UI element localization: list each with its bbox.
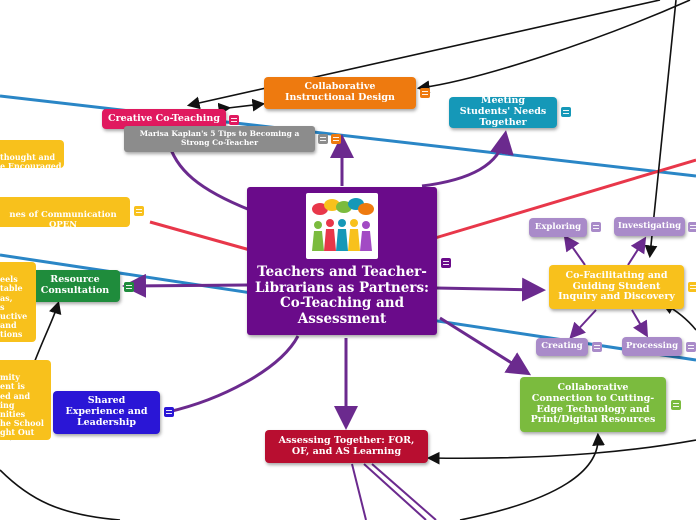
meeting-students-needs-node[interactable]: Meeting Students' Needs Together bbox=[449, 95, 557, 128]
branch-cofacilitating bbox=[435, 277, 546, 302]
branch-exploring bbox=[563, 234, 586, 266]
shared-experience-node[interactable]: Shared Experience and Leadership bbox=[53, 391, 160, 434]
school-community-node[interactable]: mity ent is ed and ing nities he School … bbox=[0, 360, 51, 440]
exploring-node[interactable]: Exploring bbox=[529, 218, 587, 237]
note-icon[interactable] bbox=[229, 115, 239, 125]
communication-open-node[interactable]: nes of Communication OPEN at ALL Times bbox=[0, 197, 130, 239]
note-icon[interactable] bbox=[686, 342, 696, 352]
black-line-right bbox=[644, 0, 677, 259]
note-icon[interactable] bbox=[592, 342, 602, 352]
branch-investigating bbox=[627, 236, 647, 266]
branch-meeting-needs bbox=[421, 130, 514, 188]
black-line-bottom-2 bbox=[459, 432, 605, 520]
note-icon[interactable] bbox=[164, 407, 174, 417]
marisa-kaplan-tips-node[interactable]: Marisa Kaplan's 5 Tips to Becoming a Str… bbox=[124, 126, 315, 152]
note-icon[interactable] bbox=[420, 88, 430, 98]
red-relationship-line-2 bbox=[434, 158, 696, 240]
central-title: Teachers and Teacher-Librarians as Partn… bbox=[254, 264, 430, 327]
note-icon[interactable] bbox=[688, 282, 696, 292]
thought-encouraged-node[interactable]: thought and e Encouraged bbox=[0, 140, 64, 171]
resource-consultation-node[interactable]: Resource Consultation bbox=[30, 270, 120, 302]
red-relationship-line bbox=[149, 220, 251, 252]
note-icon[interactable] bbox=[318, 134, 328, 144]
note-icon[interactable] bbox=[561, 107, 571, 117]
assessing-together-node[interactable]: Assessing Together: FOR, OF, and AS Lear… bbox=[265, 430, 428, 463]
attachment-icon[interactable] bbox=[331, 134, 341, 144]
creating-node[interactable]: Creating bbox=[536, 338, 588, 356]
branch-processing bbox=[631, 309, 649, 338]
note-icon[interactable] bbox=[441, 258, 451, 268]
people-logo-icon bbox=[306, 193, 378, 259]
branch-collab-connection bbox=[439, 316, 532, 376]
processing-node[interactable]: Processing bbox=[622, 337, 682, 356]
collaborative-instructional-design-node[interactable]: Collaborative Instructional Design bbox=[264, 77, 416, 109]
creative-co-teaching-node[interactable]: Creative Co-Teaching bbox=[102, 109, 226, 129]
note-icon[interactable] bbox=[591, 222, 601, 232]
branch-assessing-child-3 bbox=[371, 463, 437, 520]
branch-resource bbox=[122, 273, 249, 298]
note-icon[interactable] bbox=[688, 222, 696, 232]
note-icon[interactable] bbox=[124, 282, 134, 292]
branch-creating bbox=[569, 309, 597, 339]
black-line-top-2 bbox=[416, 0, 691, 94]
note-icon[interactable] bbox=[671, 400, 681, 410]
feels-table-node[interactable]: eels table as, s uctive and tions bbox=[0, 262, 36, 342]
black-line-bottom bbox=[426, 439, 696, 465]
black-line-left-bottom bbox=[0, 469, 121, 520]
co-facilitating-node[interactable]: Co-Facilitating and Guiding Student Inqu… bbox=[549, 265, 684, 309]
branch-assessing-child-1 bbox=[351, 463, 367, 520]
collaborative-connection-node[interactable]: Collaborative Connection to Cutting-Edge… bbox=[520, 377, 666, 432]
black-line-creative-collab bbox=[217, 98, 266, 116]
central-topic[interactable]: Teachers and Teacher-Librarians as Partn… bbox=[247, 187, 437, 335]
investigating-node[interactable]: Investigating bbox=[614, 217, 685, 236]
branch-shared bbox=[167, 335, 300, 414]
branch-assessing-child-2 bbox=[363, 463, 427, 520]
note-icon[interactable] bbox=[134, 206, 144, 216]
